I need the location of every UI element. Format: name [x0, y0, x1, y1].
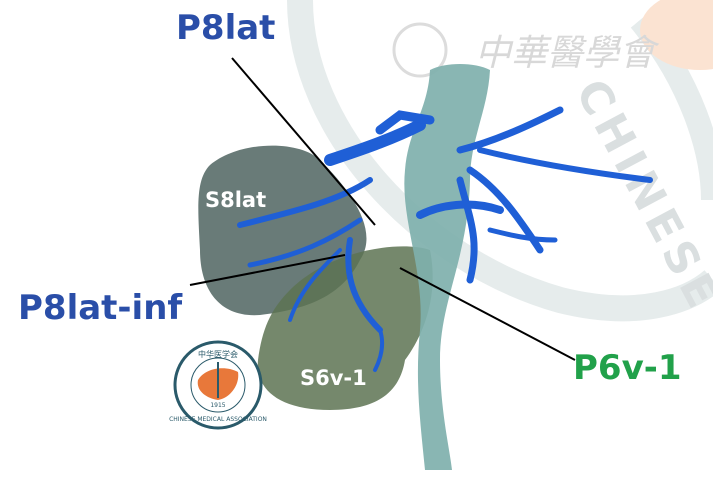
chinese-medical-association-logo: 中华医学会 1915 CHINESE MEDICAL ASSOCIATION — [169, 340, 267, 430]
label-p6v-1: P6v-1 — [573, 348, 682, 388]
inferior-vena-cava — [404, 64, 490, 470]
leader-p6v-1 — [399, 267, 576, 361]
label-s8lat: S8lat — [205, 188, 267, 212]
label-s6v-1: S6v-1 — [300, 366, 367, 390]
label-p8lat: P8lat — [176, 8, 276, 48]
watermark-arc — [287, 0, 713, 322]
watermark-orange-blob — [640, 0, 713, 70]
logo-year: 1915 — [210, 402, 225, 409]
leader-p8lat-inf — [189, 254, 346, 286]
logo-chinese-text: 中华医学会 — [198, 349, 238, 359]
label-p8lat-inf: P8lat-inf — [18, 288, 183, 328]
portal-vein-branches — [237, 106, 653, 372]
watermark-seal-icon — [392, 22, 448, 78]
segment-s6v-1 — [257, 246, 433, 410]
watermark-chinese-text: 中華醫學會 — [475, 33, 660, 74]
logo-english-text: CHINESE MEDICAL ASSOCIATION — [169, 416, 267, 423]
leader-p8lat — [231, 57, 376, 226]
